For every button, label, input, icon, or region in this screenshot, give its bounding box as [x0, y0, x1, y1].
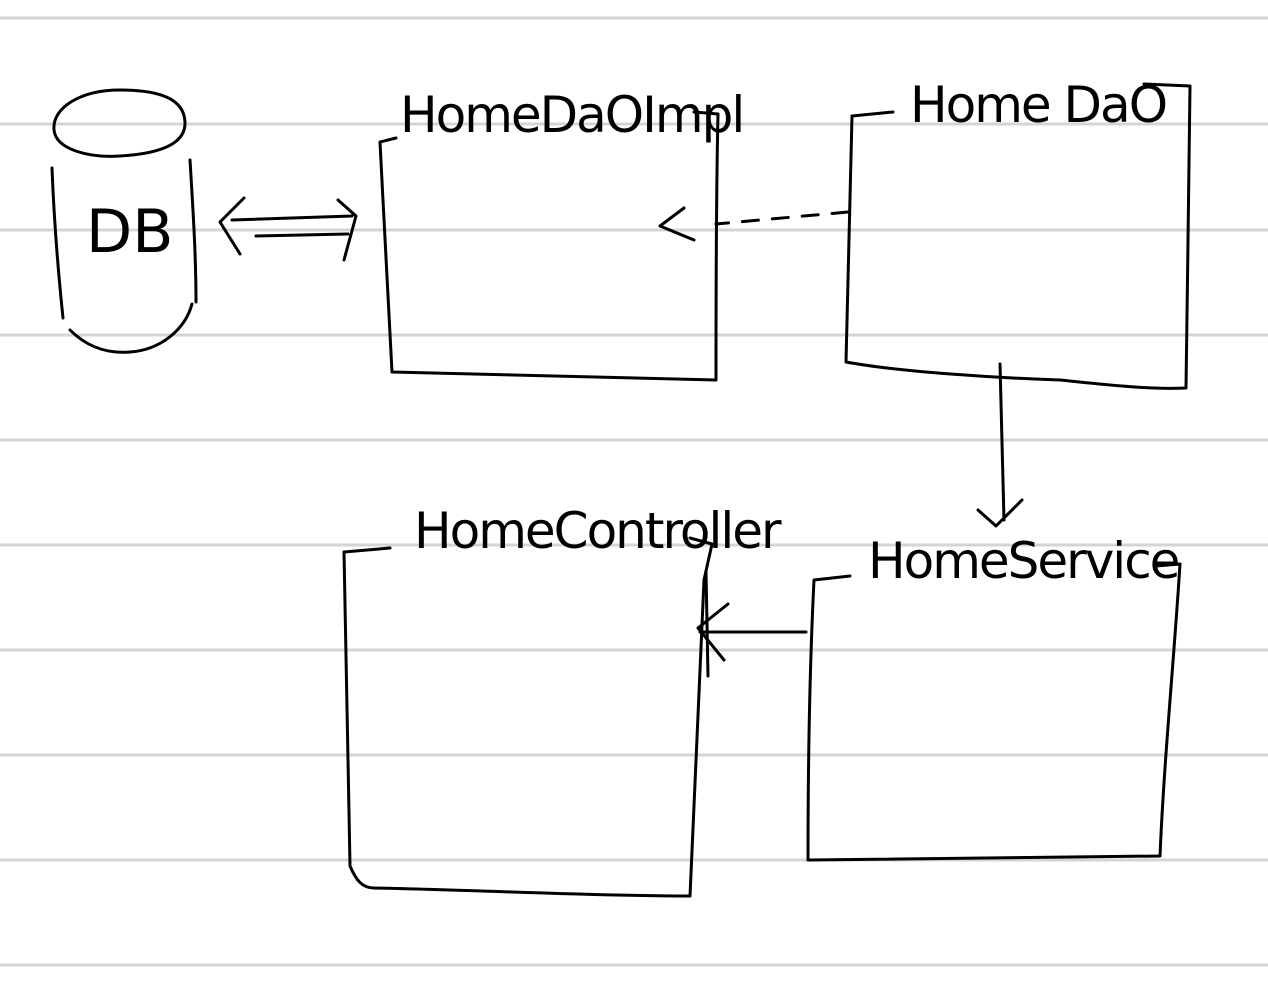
dashed-arrowhead: [658, 206, 696, 242]
home-dao-impl-box: [378, 110, 720, 382]
home-dao-impl-node: HomeDaOImpl: [378, 86, 745, 382]
arrowhead-left: [218, 196, 246, 256]
dao-to-impl-connector: [658, 206, 850, 242]
db-cylinder-right: [188, 158, 198, 304]
home-service-label: HomeService: [868, 532, 1179, 590]
home-dao-label: Home DaO: [910, 76, 1166, 134]
home-service-node: HomeService: [806, 532, 1182, 862]
home-controller-label: HomeController: [414, 502, 782, 560]
home-service-box: [806, 562, 1182, 862]
home-controller-node: HomeController: [342, 502, 784, 898]
dao-to-service-connector: [976, 362, 1024, 528]
db-dao-impl-connector: [218, 196, 358, 262]
db-cylinder-left: [50, 166, 65, 320]
service-to-controller-connector: [696, 602, 808, 662]
home-dao-node: Home DaO: [844, 76, 1192, 390]
home-dao-impl-label: HomeDaOImpl: [400, 86, 743, 144]
ruled-lines: [0, 16, 1268, 967]
vertical-arrow-line: [998, 362, 1006, 522]
double-arrow-upper-line: [230, 214, 354, 222]
db-cylinder-bottom: [68, 302, 194, 354]
double-arrow-lower-line: [254, 232, 350, 238]
db-cylinder-top: [52, 88, 187, 158]
db-label: DB: [86, 197, 173, 267]
down-arrowhead: [976, 498, 1024, 528]
arrowhead-right: [336, 198, 358, 262]
left-arrowhead: [696, 602, 730, 662]
home-dao-box: [844, 82, 1192, 390]
home-controller-box-tick: [704, 570, 710, 678]
db-node: DB: [50, 88, 198, 354]
dashed-arrow-line: [714, 210, 850, 226]
home-controller-box: [342, 536, 714, 898]
